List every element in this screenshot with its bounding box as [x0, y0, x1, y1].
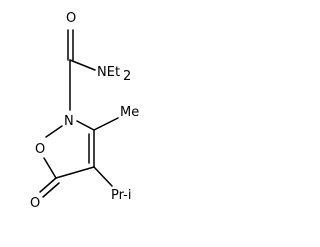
atom-carbonyl-oxygen: O [66, 11, 76, 26]
atom-ring-nitrogen: N [64, 114, 74, 129]
atom-lactone-oxygen: O [30, 196, 40, 211]
bond-c3-methyl [93, 117, 119, 131]
bond-c5-lactone-o-a [39, 177, 57, 193]
bond-carbonyl-c-amide-n [69, 59, 96, 71]
bond-ring-n-ring-o [45, 125, 63, 138]
bond-c3-ring-n [76, 120, 95, 131]
bonds [39, 29, 119, 198]
atom-isopropyl: Pr-i [111, 188, 131, 203]
bond-ring-o-c5 [43, 157, 57, 179]
bond-c4-isopropyl [93, 166, 113, 187]
bond-c5-lactone-o-b [42, 182, 60, 198]
atom-amide-nitrogen-label: NEt [97, 65, 120, 80]
atom-ring-oxygen: O [35, 142, 45, 157]
atom-amide-nitrogen-subscript: 2 [123, 69, 131, 84]
bond-c5-c4 [55, 166, 95, 179]
atom-methyl: Me [120, 105, 139, 120]
